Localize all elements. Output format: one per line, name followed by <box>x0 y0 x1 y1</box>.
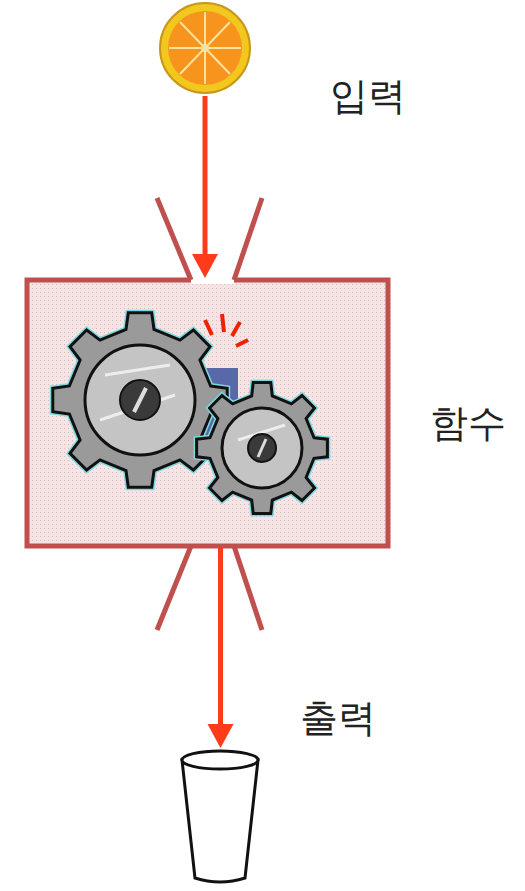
flow-arrow <box>208 548 234 748</box>
output-cup: 출력 <box>178 748 263 884</box>
machine-box <box>27 198 388 630</box>
function-machine: 함수 <box>25 278 390 548</box>
gears <box>53 313 328 514</box>
node-label: 입력 <box>330 76 406 118</box>
cup-picture <box>182 751 258 882</box>
input-fruit: 입력 <box>158 2 252 96</box>
node-label: 함수 <box>430 403 506 445</box>
orange-picture <box>160 3 250 93</box>
sparks <box>205 314 248 346</box>
node-label: 출력 <box>300 698 376 740</box>
flow-arrow <box>192 96 218 278</box>
